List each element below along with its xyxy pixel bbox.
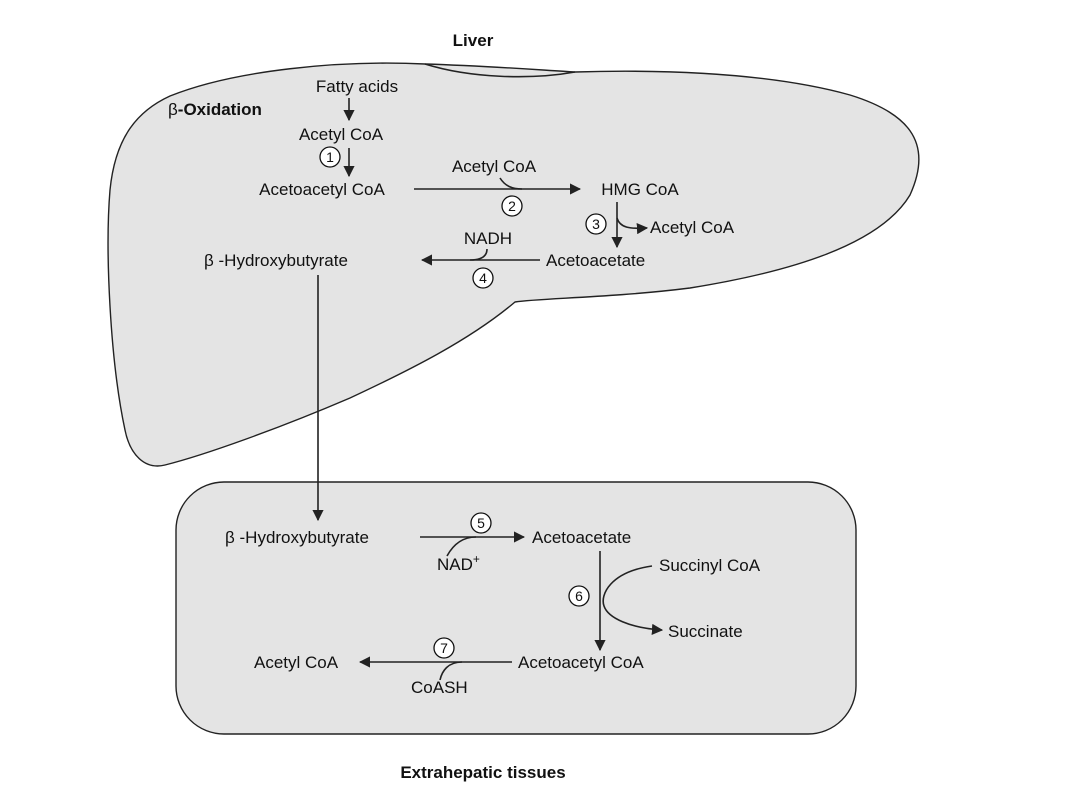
beta-oxidation-label: β-Oxidation (168, 100, 262, 119)
beta-hydroxybutyrate-tissue-label: β -Hydroxybutyrate (225, 528, 369, 547)
step-6-marker: 6 (568, 585, 590, 607)
extrahepatic-title: Extrahepatic tissues (400, 763, 565, 782)
acetyl-coa-released-label: Acetyl CoA (650, 218, 735, 237)
beta-hydroxybutyrate-liver-label: β -Hydroxybutyrate (204, 251, 348, 270)
svg-text:1: 1 (326, 149, 334, 165)
acetoacetyl-coa-label: Acetoacetyl CoA (259, 180, 385, 199)
liver-lobe-line (424, 63, 576, 78)
step-1-marker: 1 (319, 146, 341, 168)
coash-label: CoASH (411, 678, 468, 697)
liver-region (107, 62, 920, 467)
acetoacetyl-coa-tissue-label: Acetoacetyl CoA (518, 653, 644, 672)
curve-nad-input (446, 536, 477, 557)
curve-coash-input (439, 661, 463, 681)
curve-acetyl-coa-release (616, 217, 649, 235)
curve-succinyl-coa-to-succinate (602, 565, 664, 635)
succinyl-coa-label: Succinyl CoA (659, 556, 761, 575)
acetyl-coa-label: Acetyl CoA (299, 125, 384, 144)
step-5-marker: 5 (470, 512, 492, 534)
hmg-coa-label: HMG CoA (601, 180, 679, 199)
step-4-marker: 4 (472, 267, 494, 289)
succinate-label: Succinate (668, 622, 743, 641)
acetyl-coa-tissue-label: Acetyl CoA (254, 653, 339, 672)
svg-text:6: 6 (575, 588, 583, 604)
step-3-marker: 3 (585, 213, 607, 235)
liver-title: Liver (453, 31, 494, 50)
step-2-marker: 2 (501, 195, 523, 217)
nad-label: NAD+ (437, 552, 480, 574)
extrahepatic-region (175, 481, 857, 735)
svg-text:3: 3 (592, 216, 600, 232)
acetoacetate-liver-label: Acetoacetate (546, 251, 645, 270)
curve-nadh-input (469, 248, 488, 261)
svg-text:4: 4 (479, 270, 487, 286)
svg-text:5: 5 (477, 515, 485, 531)
svg-text:2: 2 (508, 198, 516, 214)
acetyl-coa-donor-label: Acetyl CoA (452, 157, 537, 176)
nadh-label: NADH (464, 229, 512, 248)
fatty-acids-label: Fatty acids (316, 77, 398, 96)
curve-acetyl-coa-input (499, 177, 523, 190)
acetoacetate-tissue-label: Acetoacetate (532, 528, 631, 547)
step-7-marker: 7 (433, 637, 455, 659)
svg-text:7: 7 (440, 640, 448, 656)
